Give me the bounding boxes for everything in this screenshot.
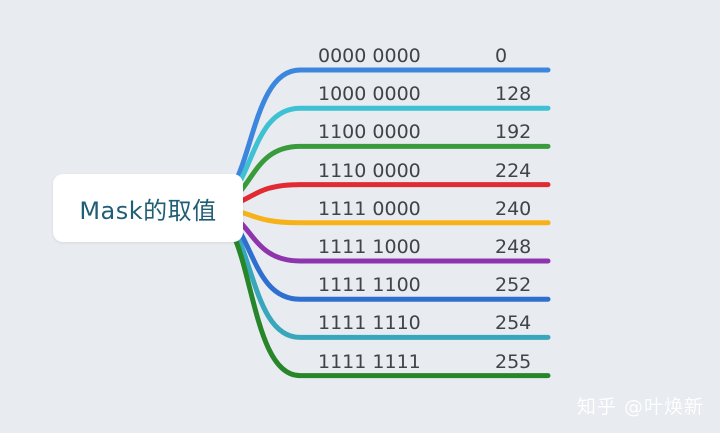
branch-binary-label[interactable]: 1110 0000 — [318, 159, 421, 182]
root-node[interactable]: Mask的取值 — [53, 174, 243, 242]
branch-decimal-label[interactable]: 0 — [495, 45, 508, 67]
branch-decimal-label[interactable]: 248 — [495, 236, 532, 258]
branch-decimal-label[interactable]: 224 — [495, 159, 532, 182]
branch-binary-label[interactable]: 1000 0000 — [318, 83, 421, 106]
branch-binary-label[interactable]: 1100 0000 — [318, 121, 421, 144]
branch-decimal-label[interactable]: 252 — [495, 274, 532, 297]
branch-decimal-label[interactable]: 128 — [495, 83, 532, 106]
branch-decimal-label[interactable]: 255 — [495, 350, 532, 373]
branch-decimal-label[interactable]: 240 — [495, 197, 532, 220]
branch-binary-label[interactable]: 1111 1110 — [318, 312, 421, 335]
branch-binary-label[interactable]: 1111 1111 — [318, 350, 421, 373]
branch-decimal-label[interactable]: 254 — [495, 312, 532, 335]
branch-decimal-label[interactable]: 192 — [495, 121, 532, 144]
branch-binary-label[interactable]: 1111 1000 — [318, 236, 421, 258]
watermark: 知乎 @叶焕新 — [576, 396, 704, 418]
branch-binary-label[interactable]: 1111 1100 — [318, 274, 421, 297]
branch-binary-label[interactable]: 0000 0000 — [318, 45, 421, 67]
root-node-label: Mask的取值 — [79, 196, 217, 225]
branch-binary-label[interactable]: 1111 0000 — [318, 197, 421, 220]
